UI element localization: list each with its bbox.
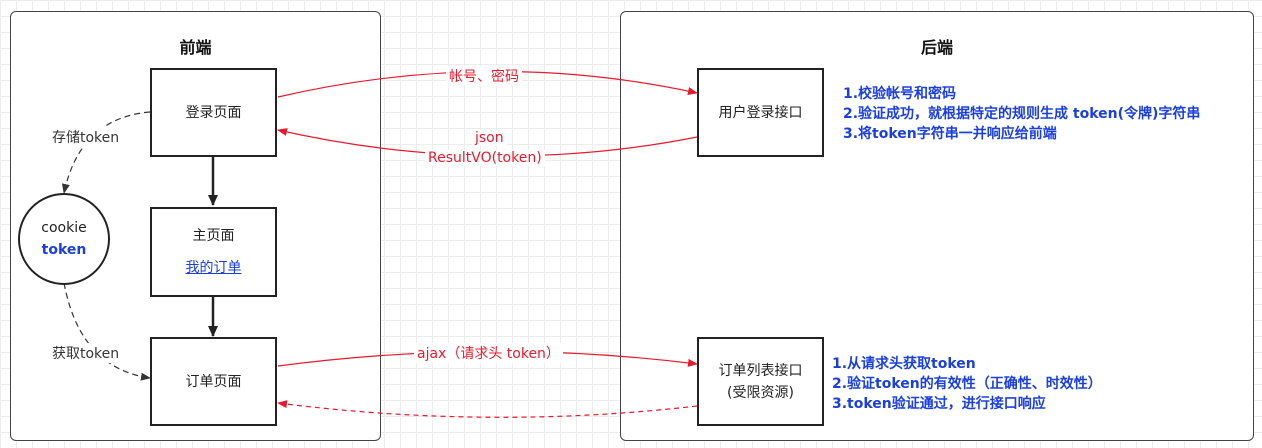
login-api-notes: 1.校验帐号和密码 2.验证成功，就根据特定的规则生成 token(令牌)字符串… [843,84,1200,144]
order-api-notes: 1.从请求头获取token 2.验证token的有效性（正确性、时效性） 3.t… [832,354,1102,414]
order-page-box[interactable]: 订单页面 [150,337,277,426]
get-token-label: 获取token [52,343,120,363]
json-label: json [472,130,507,146]
result-vo-label: ResultVO(token) [425,150,545,166]
frontend-title: 前端 [179,38,212,57]
cookie-token-label: token [41,242,87,258]
store-token-label: 存储token [52,127,120,147]
order-note-2: 2.验证token的有效性（正确性、时效性） [832,376,1102,392]
main-page-box[interactable]: 主页面 我的订单 [150,207,277,297]
backend-title: 后端 [920,38,953,57]
cookie-label: cookie [41,220,87,236]
order-note-3: 3.token验证通过，进行接口响应 [832,396,1046,412]
order-api-sublabel: (受限资源) [727,384,794,401]
order-note-1: 1.从请求头获取token [832,356,976,372]
cookie-storage: cookie token [18,193,110,285]
main-page-label: 主页面 [192,228,235,244]
login-page-box[interactable]: 登录页面 [150,68,277,157]
order-api-label: 订单列表接口 [718,362,803,379]
ajax-label: ajax（请求头 token） [414,343,563,363]
get-token-arrow [63,282,151,381]
login-note-2: 2.验证成功，就根据特定的规则生成 token(令牌)字符串 [843,106,1201,122]
order-response-arrow [277,400,698,418]
order-api-box[interactable]: 订单列表接口 (受限资源) [697,337,824,426]
my-orders-link[interactable]: 我的订单 [185,260,242,276]
account-password-label: 帐号、密码 [446,66,522,86]
login-note-1: 1.校验帐号和密码 [843,86,957,102]
order-page-label: 订单页面 [185,373,242,390]
login-note-3: 3.将token字符串一并响应给前端 [843,126,1057,142]
store-token-arrow [61,111,151,194]
login-page-label: 登录页面 [185,104,242,121]
login-api-box[interactable]: 用户登录接口 [697,68,824,157]
login-api-label: 用户登录接口 [718,104,803,121]
